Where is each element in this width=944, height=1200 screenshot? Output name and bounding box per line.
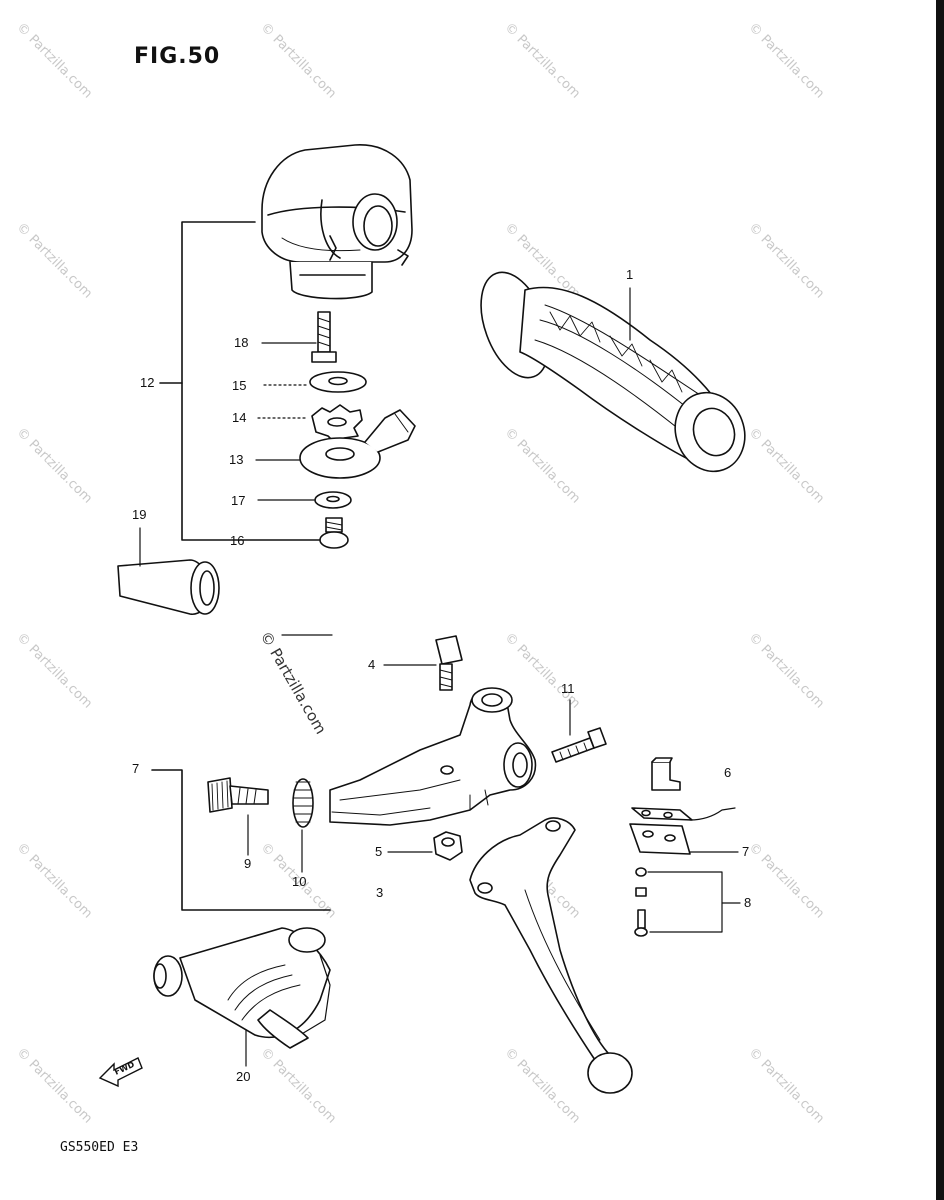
callout-5: 5 [375,844,383,859]
callout-1: 1 [626,267,634,282]
callout-7-left: 7 [132,761,140,776]
part-14-star-washer [257,404,363,445]
part-18-screw [261,311,337,363]
part-16-screw [319,517,349,549]
callout-14: 14 [232,410,247,425]
part-15-washer [263,371,367,393]
part-13-lever [255,409,416,479]
bracket-7 [151,769,331,911]
part-10-locknut [292,778,314,873]
part-17-washer [257,491,352,509]
part-11-bolt [551,699,607,763]
callout-6: 6 [724,765,732,780]
scan-edge [936,0,944,1200]
part-1-grip [480,271,746,473]
callout-11: 11 [561,681,575,696]
part-8-screws [634,867,741,937]
callout-13: 13 [229,452,244,467]
part-6-block [651,757,681,791]
callout-15: 15 [232,378,247,393]
part-4-bolt [383,635,463,691]
callout-10: 10 [292,874,307,889]
part-5-nut [387,831,463,861]
callout-7-right: 7 [742,844,750,859]
callout-4: 4 [368,657,376,672]
clutch-lever [469,817,633,1094]
callout-18: 18 [234,335,249,350]
part-9-adjuster [207,777,269,856]
part-7-switch [629,807,739,855]
bracket-12 [181,221,321,541]
part-20-switch [153,927,331,1067]
figure-title: FIG.50 [134,44,221,69]
fwd-arrow-icon: FWD [98,1057,143,1088]
part-19-bar-end [117,527,220,615]
part-3-lever-holder [281,634,537,826]
model-code: GS550ED E3 [60,1140,139,1155]
switch-housing [261,144,413,300]
callout-9: 9 [244,856,252,871]
callout-8: 8 [744,895,752,910]
callout-3: 3 [376,885,384,900]
callout-12: 12 [140,375,155,390]
callout-16: 16 [230,533,245,548]
callout-19: 19 [132,507,147,522]
callout-20: 20 [236,1069,251,1084]
callout-17: 17 [231,493,246,508]
